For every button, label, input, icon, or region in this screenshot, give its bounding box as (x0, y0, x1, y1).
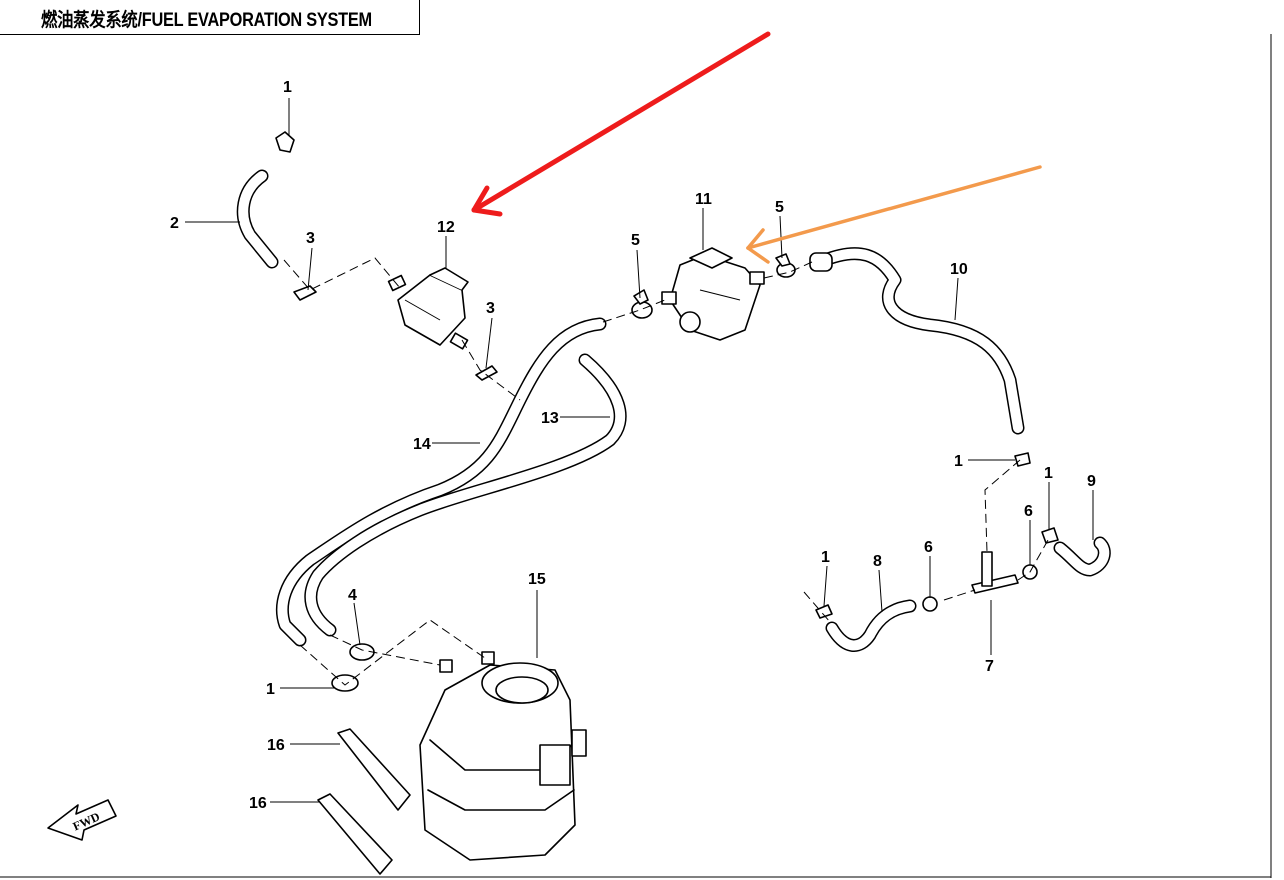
callout-14: 14 (413, 436, 431, 453)
callout-8: 8 (873, 553, 882, 570)
callout-1: 1 (283, 79, 292, 96)
callout-3: 3 (306, 230, 315, 247)
part-7-tee-fitting (971, 551, 1019, 594)
part-15-canister (419, 651, 587, 861)
page-title: 燃油蒸发系统/FUEL EVAPORATION SYSTEM (41, 10, 372, 31)
title-box: 燃油蒸发系统/FUEL EVAPORATION SYSTEM (0, 0, 420, 35)
part-12-valve (387, 267, 469, 350)
callout-1: 1 (266, 681, 275, 698)
red-annotation-arrow (471, 31, 771, 217)
orange-annotation-arrow (746, 165, 1042, 264)
fwd-arrow: FWD (47, 799, 117, 841)
callout-9: 9 (1087, 473, 1096, 490)
callout-2: 2 (170, 215, 179, 232)
hose-2 (236, 169, 279, 269)
callout-7: 7 (985, 658, 994, 675)
callout-10: 10 (950, 261, 968, 278)
hose-10 (813, 247, 1025, 435)
callout-11: 11 (695, 191, 712, 208)
callout-4: 4 (348, 587, 357, 604)
callout-5: 5 (631, 232, 640, 249)
callout-6: 6 (1024, 503, 1033, 520)
part-11-purge-valve (661, 247, 765, 341)
callout-3: 3 (486, 300, 495, 317)
callout-16: 16 (267, 737, 285, 754)
assembly-lines (283, 257, 1049, 686)
hose-9 (1053, 536, 1111, 577)
callout-1: 1 (954, 453, 963, 470)
leader-lines (185, 98, 1094, 803)
callout-1: 1 (1044, 465, 1053, 482)
callout-numbers: 1 2 3 12 3 5 11 5 10 14 13 1 1 9 6 8 6 7… (170, 79, 1096, 812)
callout-15: 15 (528, 571, 546, 588)
part-16-filter-pads (317, 728, 411, 875)
hose-8 (825, 599, 917, 652)
callout-12: 12 (437, 219, 455, 236)
hose-13 (304, 353, 627, 637)
callout-13: 13 (541, 410, 559, 427)
callout-5: 5 (775, 199, 784, 216)
callout-16: 16 (249, 795, 267, 812)
hose-14 (275, 317, 607, 647)
callout-1: 1 (821, 549, 830, 566)
clamps (275, 131, 1059, 692)
callout-6: 6 (924, 539, 933, 556)
